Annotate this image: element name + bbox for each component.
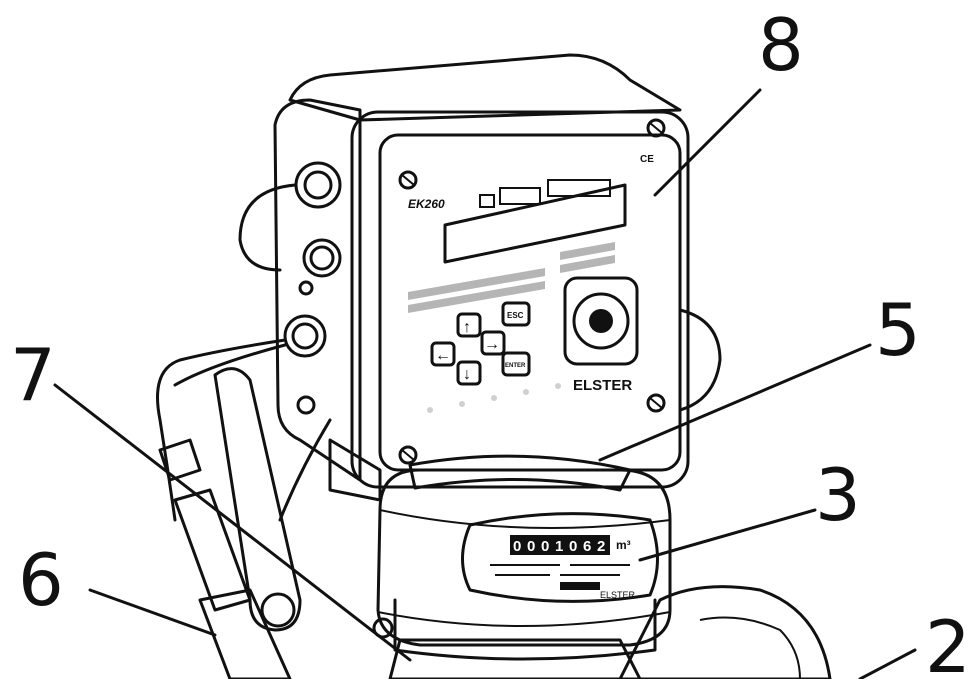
counter-digit: 0 [541, 538, 549, 555]
callout-6: 6 [18, 538, 64, 622]
esc-key[interactable] [501, 301, 531, 327]
counter-digit: 6 [583, 538, 591, 555]
down-arrow-key[interactable] [456, 360, 482, 386]
status-dots [427, 383, 561, 413]
left-arrow-icon: ← [435, 347, 451, 364]
down-arrow-icon: ↓ [463, 366, 471, 383]
counter-digit: 2 [597, 538, 605, 555]
meter-unit: m³ [616, 538, 631, 552]
nameplate-fine-print [490, 564, 630, 590]
mounting-bracket [328, 438, 632, 502]
lcd-display [443, 179, 627, 264]
left-arrow-key[interactable] [430, 341, 456, 367]
enter-key-label: ENTER [505, 363, 526, 369]
callout-8: 8 [758, 3, 804, 87]
up-arrow-icon: ↑ [463, 319, 471, 336]
leader-lines [53, 88, 917, 679]
leader-line-2 [858, 648, 917, 679]
callout-numbers: 8 5 3 7 6 2 [10, 3, 971, 679]
callout-3: 3 [815, 453, 861, 537]
up-arrow-key[interactable] [456, 312, 482, 338]
ce-mark: CE [640, 154, 654, 165]
volume-corrector-housing: CE EK260 ↑ ← → ↓ ESC [273, 53, 690, 489]
right-arrow-icon: → [484, 336, 500, 353]
pipe-flange [388, 585, 832, 679]
counter-digit: 0 [513, 538, 521, 555]
counter-digit: 0 [527, 538, 535, 555]
meter-brand: ELSTER [600, 590, 636, 600]
esc-key-label: ESC [507, 311, 524, 320]
callout-5: 5 [875, 288, 921, 372]
keypad: ↑ ← → ↓ ESC ENTER [430, 301, 531, 386]
shutoff-valve-handle [213, 367, 302, 632]
leader-line-3 [638, 508, 817, 562]
right-arrow-key[interactable] [480, 330, 506, 356]
callout-2: 2 [925, 605, 971, 679]
brand-label: ELSTER [573, 377, 632, 394]
enter-key[interactable] [501, 351, 531, 377]
leader-line-8 [653, 88, 762, 197]
meter-body: 0 0 0 1 0 6 2 m³ ELSTER [372, 468, 672, 661]
meter-counter: 0 0 0 1 0 6 2 [510, 535, 610, 555]
callout-7: 7 [10, 333, 56, 417]
leader-line-5 [598, 343, 872, 462]
panel-decoration [408, 242, 615, 313]
leader-line-6 [88, 588, 217, 637]
cable-glands [283, 161, 342, 415]
counter-digit: 0 [569, 538, 577, 555]
optical-interface [563, 276, 639, 366]
front-screws [398, 118, 666, 465]
model-label: EK260 [408, 197, 445, 211]
leader-line-7 [53, 383, 412, 662]
counter-digit: 1 [555, 538, 563, 555]
